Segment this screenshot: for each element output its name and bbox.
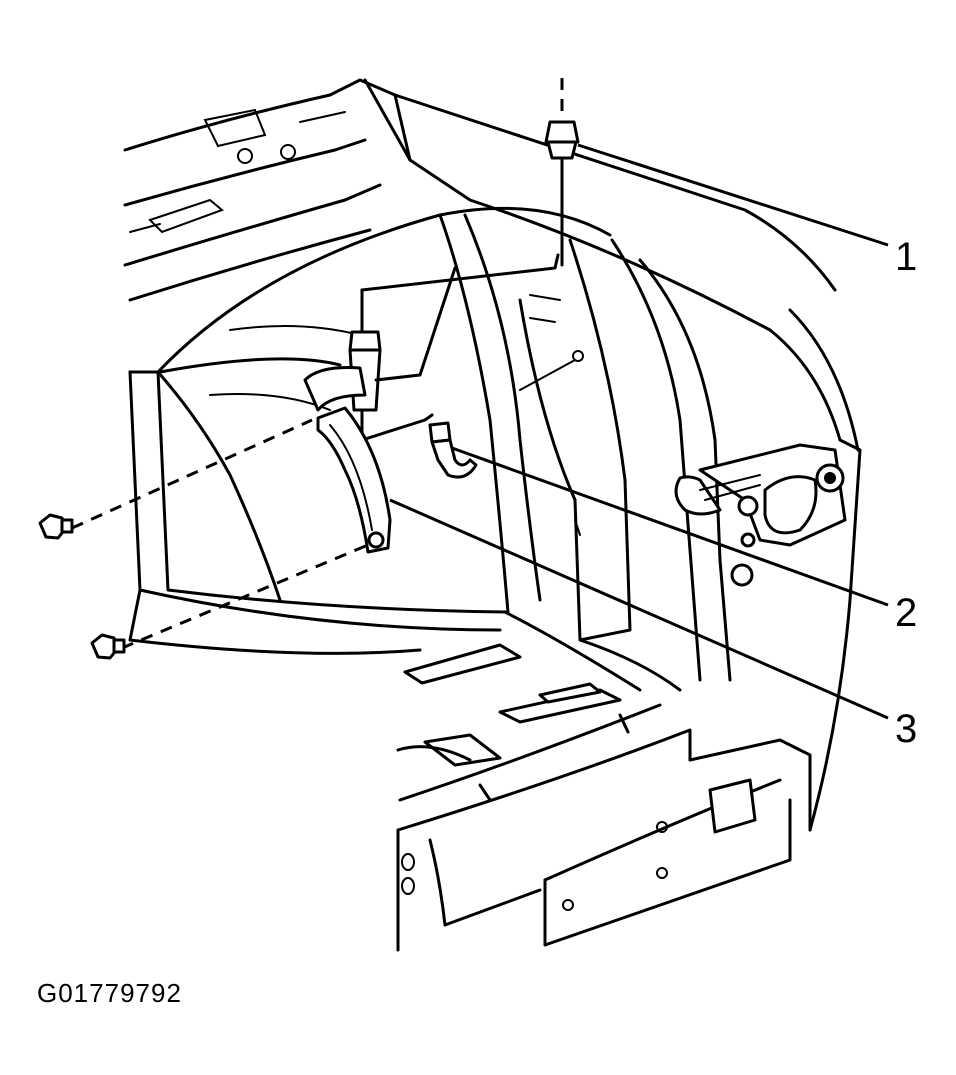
- part-2-fitting: [428, 350, 584, 479]
- strut-bracket: [303, 253, 560, 442]
- trunk-floor: [396, 610, 682, 802]
- callout-2: 2: [895, 591, 917, 635]
- upper-body-panel: [123, 78, 837, 332]
- bolt-lower: [90, 543, 369, 660]
- callout-1: 1: [895, 235, 917, 279]
- callout-3: 3: [895, 707, 917, 751]
- quarter-hinge-area: [674, 308, 862, 587]
- figure-id: G01779792: [37, 978, 182, 1008]
- part-3-hinge-arm: [316, 406, 392, 554]
- rear-lower-body: [396, 448, 862, 952]
- leader-line-3: [389, 498, 889, 720]
- part-1-stud: [544, 78, 580, 267]
- leader-line-2: [451, 446, 889, 607]
- bolt-upper: [38, 418, 313, 540]
- leader-line-1: [577, 143, 889, 247]
- wheelhouse-panel: [128, 206, 732, 682]
